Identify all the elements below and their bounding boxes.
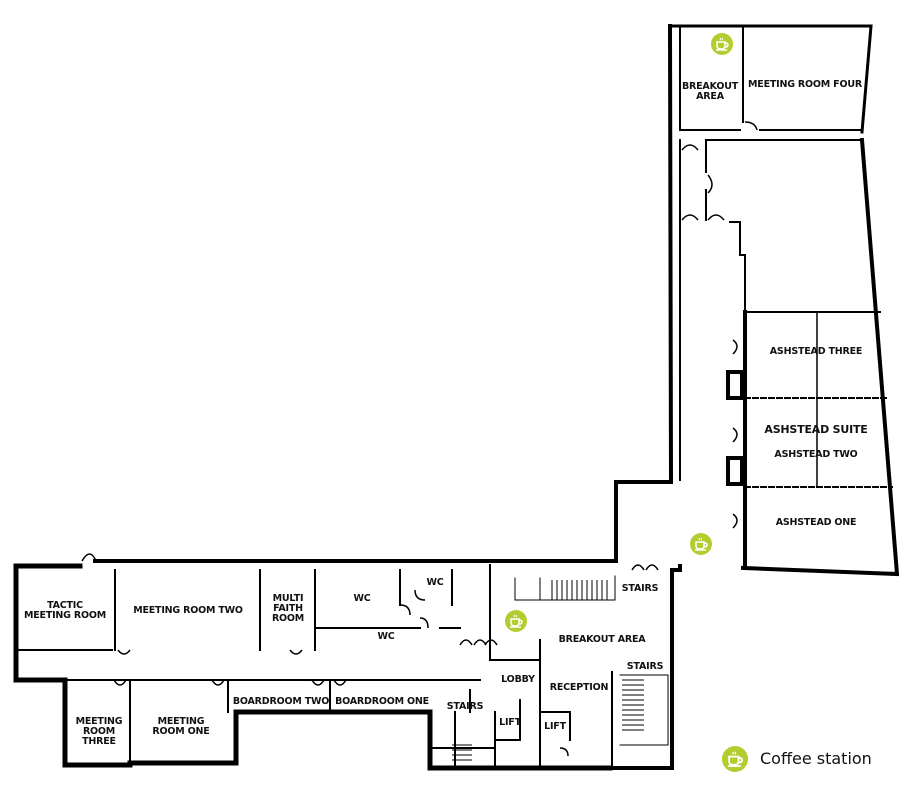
stairs-treads-right bbox=[622, 679, 644, 731]
room-label-reception: RECEPTION bbox=[549, 682, 609, 693]
outer-wall-north bbox=[668, 24, 873, 134]
room-label-lobby: LOBBY bbox=[501, 674, 535, 685]
legend-label: Coffee station bbox=[760, 749, 872, 768]
inner-wall-west bbox=[15, 564, 541, 764]
stairs-top bbox=[514, 575, 616, 601]
room-label-meeting-room-one: MEETING ROOM ONE bbox=[152, 716, 210, 737]
room-label-boardroom-two: BOARDROOM TWO bbox=[232, 696, 330, 707]
coffee-station-icon bbox=[711, 33, 733, 55]
coffee-station-icon bbox=[505, 610, 527, 632]
room-label-breakout-area: BREAKOUT AREA bbox=[558, 634, 646, 645]
suite-divider bbox=[744, 397, 893, 488]
room-label-ashstead-three: ASHSTEAD THREE bbox=[769, 346, 863, 357]
room-label-wc: WC bbox=[353, 593, 371, 604]
outer-wall-east-wing bbox=[93, 23, 674, 563]
room-label-lift: LIFT bbox=[544, 721, 566, 732]
room-label-stairs: STAIRS bbox=[621, 583, 659, 594]
room-label-wc: WC bbox=[377, 631, 395, 642]
outer-wall-east bbox=[740, 137, 900, 577]
legend-coffee-cup-icon bbox=[722, 746, 748, 772]
inner-wall-core bbox=[429, 639, 613, 769]
room-label-breakout-area-top: BREAKOUT AREA bbox=[681, 81, 738, 102]
room-label-ashstead-two: ASHSTEAD TWO bbox=[774, 449, 858, 460]
room-label-stairs: STAIRS bbox=[446, 701, 484, 712]
suite-wall bbox=[726, 310, 747, 570]
room-label-multi-faith-room: MULTI FAITH ROOM bbox=[271, 593, 305, 624]
room-label-ashstead-suite: ASHSTEAD SUITE bbox=[764, 423, 868, 436]
room-label-meeting-room-three: MEETING ROOM THREE bbox=[75, 716, 123, 747]
stairs-treads-left bbox=[452, 744, 472, 761]
room-label-wc: WC bbox=[426, 577, 444, 588]
room-label-ashstead-one: ASHSTEAD ONE bbox=[775, 517, 857, 528]
inner-wall-east-wing bbox=[679, 25, 881, 481]
room-label-tactic-meeting-room: TACTIC MEETING ROOM bbox=[23, 600, 107, 621]
coffee-station-icon bbox=[690, 533, 712, 555]
room-label-meeting-room-four: MEETING ROOM FOUR bbox=[748, 79, 862, 90]
room-label-meeting-room-two: MEETING ROOM TWO bbox=[133, 605, 243, 616]
room-label-stairs: STAIRS bbox=[626, 661, 664, 672]
stairs-right bbox=[619, 674, 669, 746]
room-label-lift: LIFT bbox=[499, 717, 521, 728]
room-label-boardroom-one: BOARDROOM ONE bbox=[335, 696, 429, 707]
outer-wall-south-east bbox=[610, 564, 682, 770]
stairs-treads-top bbox=[551, 580, 608, 600]
door-swing bbox=[81, 121, 758, 757]
